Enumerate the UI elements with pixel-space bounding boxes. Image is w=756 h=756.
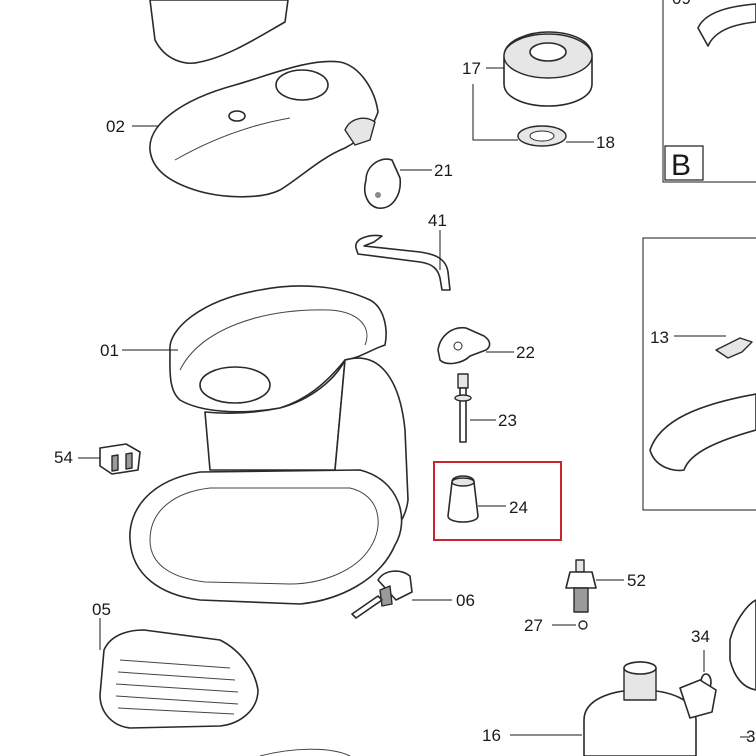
part-3x-drawing (729, 599, 756, 691)
label-34: 34 (691, 627, 710, 646)
part-09-drawing (697, 3, 756, 47)
inset-panel-b: B 09 (662, 0, 756, 183)
label-09: 09 (672, 0, 691, 8)
inset-panel-13: 13 (642, 237, 756, 511)
label-06: 06 (456, 591, 475, 610)
label-41: 41 (428, 211, 447, 230)
label-01: 01 (100, 341, 119, 360)
part-05-drawing (99, 629, 259, 729)
part-13-drawing (715, 337, 753, 359)
part-05: 05 (92, 600, 259, 729)
part-17: 17 (462, 31, 593, 107)
label-22: 22 (516, 343, 535, 362)
part-02-drawing (149, 60, 379, 198)
inset-letter-box (664, 145, 704, 181)
part-27: 27 (524, 616, 588, 635)
part-16: 16 (482, 661, 717, 756)
part-52-drawing (575, 559, 585, 573)
label-27: 27 (524, 616, 543, 635)
part-22: 22 (437, 326, 535, 365)
label-54: 54 (54, 448, 73, 467)
part-24: 24 (433, 461, 562, 541)
part-23: 23 (454, 373, 517, 443)
part-41: 41 (355, 211, 451, 291)
part-41-drawing (355, 234, 451, 291)
part-01: 01 (100, 285, 409, 605)
inset-letter: B (671, 149, 691, 182)
part-22-drawing (437, 326, 491, 365)
part-24-drawing (447, 475, 479, 523)
part-23-drawing (457, 373, 469, 389)
highlight-box (433, 461, 562, 541)
part-54: 54 (54, 443, 141, 475)
part-3x: 3 (729, 599, 756, 746)
part-06-drawing (377, 570, 413, 601)
bottom-part-fragment (259, 748, 351, 756)
part-52: 52 (565, 559, 646, 613)
part-21: 21 (363, 158, 453, 209)
label-3x: 3 (746, 727, 755, 746)
part-21-drawing (363, 158, 402, 209)
label-52: 52 (627, 571, 646, 590)
label-05: 05 (92, 600, 111, 619)
label-18: 18 (596, 133, 615, 152)
label-16: 16 (482, 726, 501, 745)
part-54-drawing (99, 443, 141, 475)
part-27-drawing (578, 620, 588, 630)
label-13: 13 (650, 328, 669, 347)
label-23: 23 (498, 411, 517, 430)
label-21: 21 (434, 161, 453, 180)
label-17: 17 (462, 59, 481, 78)
label-24: 24 (509, 498, 528, 517)
part-02: 02 (106, 0, 379, 198)
handle-drawing (649, 393, 756, 472)
part-06: 06 (351, 570, 475, 619)
part-top-fragment (149, 0, 289, 64)
part-18: 18 (472, 84, 615, 152)
label-02: 02 (106, 117, 125, 136)
